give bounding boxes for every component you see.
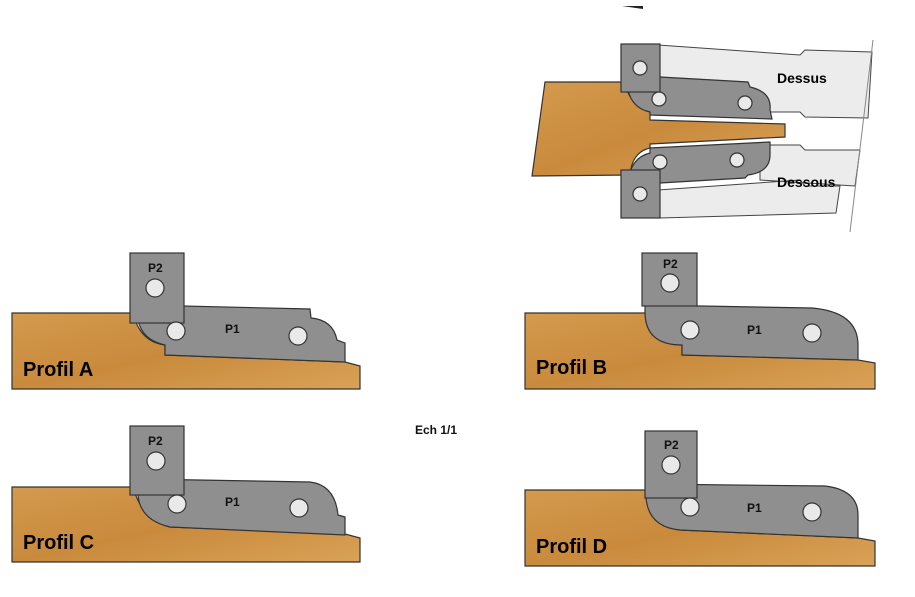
hole: [167, 494, 187, 514]
p2-label: P2: [664, 438, 679, 452]
profile-d: P2 P1 Profil D: [524, 430, 876, 567]
hole: [660, 273, 680, 293]
p1-label: P1: [225, 495, 240, 509]
top-assembly-view: Dessus Dessous: [531, 6, 874, 233]
lower-knife-p1: [627, 141, 771, 184]
p2-label: P2: [148, 261, 163, 275]
profile-name: Profil D: [536, 536, 607, 558]
hole: [651, 91, 667, 107]
hole: [145, 278, 165, 298]
lower-label: Dessous: [777, 174, 836, 190]
hole: [802, 323, 822, 343]
hole: [652, 154, 668, 170]
profile-c: P2 P1 Profil C: [11, 425, 361, 563]
hole: [729, 152, 745, 168]
knife-p1: [645, 483, 859, 539]
profile-name: Profil C: [23, 532, 94, 554]
hole: [661, 455, 681, 475]
p2-label: P2: [148, 434, 163, 448]
knife-p1: [644, 304, 859, 361]
scale-label: Ech 1/1: [415, 423, 457, 437]
hole: [737, 95, 753, 111]
profile-b: P2 P1 Profil B: [524, 252, 876, 390]
hole: [680, 497, 700, 517]
fragment-mark: [622, 6, 643, 9]
hole: [289, 498, 309, 518]
knife-p1: [137, 478, 346, 536]
profile-name: Profil A: [23, 359, 93, 381]
hole: [802, 502, 822, 522]
knife-p1: [137, 304, 346, 363]
hole: [632, 186, 648, 202]
p2-label: P2: [663, 257, 678, 271]
profile-name: Profil B: [536, 357, 607, 379]
p1-label: P1: [225, 322, 240, 336]
upper-knife-p1: [627, 76, 773, 120]
hole: [146, 451, 166, 471]
p1-label: P1: [747, 501, 762, 515]
hole: [632, 60, 648, 76]
profile-a: P2 P1 Profil A: [11, 252, 361, 390]
hole: [680, 320, 700, 340]
hole: [288, 326, 308, 346]
hole: [166, 321, 186, 341]
p1-label: P1: [747, 323, 762, 337]
upper-label: Dessus: [777, 70, 827, 86]
